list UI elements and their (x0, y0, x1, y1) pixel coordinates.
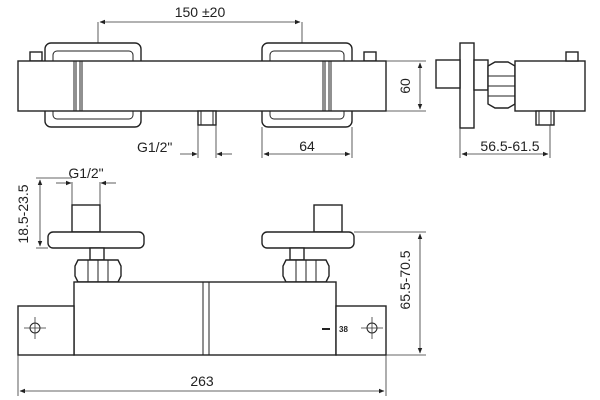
left-handle (17, 305, 75, 356)
dim-label-side-depth: 56.5-61.5 (480, 138, 539, 154)
dim-label-front-thread: G1/2" (68, 165, 103, 181)
top-view-outlet (197, 110, 217, 126)
dimension-front-inlet: 18.5-23.5 (15, 177, 72, 249)
dim-label-top-width: 150 ±20 (175, 4, 226, 20)
dimension-top-depth: 64 (261, 127, 353, 158)
dim-label-top-height: 60 (397, 78, 413, 94)
dimension-front-thread: G1/2" (56, 165, 116, 205)
right-inlet-pipe (313, 204, 343, 233)
dimension-top-height: 60 (386, 60, 426, 112)
dimension-top-thread: G1/2" (137, 125, 232, 158)
front-view-mixer-body (73, 281, 337, 356)
dimension-front-height: 65.5-70.5 (354, 231, 426, 356)
dim-label-top-thread: G1/2" (137, 139, 172, 155)
side-view-body (514, 60, 586, 112)
right-inlet-flange (261, 231, 355, 249)
front-view: G1/2" 18.5-23.5 (15, 165, 426, 396)
top-view: 150 ±20 G1/2" (17, 4, 426, 158)
side-view-nut (487, 61, 516, 109)
dim-label-front-height: 65.5-70.5 (397, 250, 413, 309)
right-handle (335, 305, 387, 356)
dim-label-top-depth: 64 (299, 138, 315, 154)
dimension-side-depth: 56.5-61.5 (459, 125, 551, 158)
left-inlet-pipe (71, 204, 101, 233)
dim-label-front-inlet: 18.5-23.5 (15, 184, 31, 243)
side-view-flange (459, 42, 475, 129)
side-view: 56.5-61.5 (435, 42, 586, 158)
left-inlet-flange (47, 231, 145, 249)
temp-mark-label: 38 (339, 325, 348, 334)
dimension-front-width: 263 (17, 355, 387, 396)
dim-label-front-width: 263 (190, 373, 214, 389)
